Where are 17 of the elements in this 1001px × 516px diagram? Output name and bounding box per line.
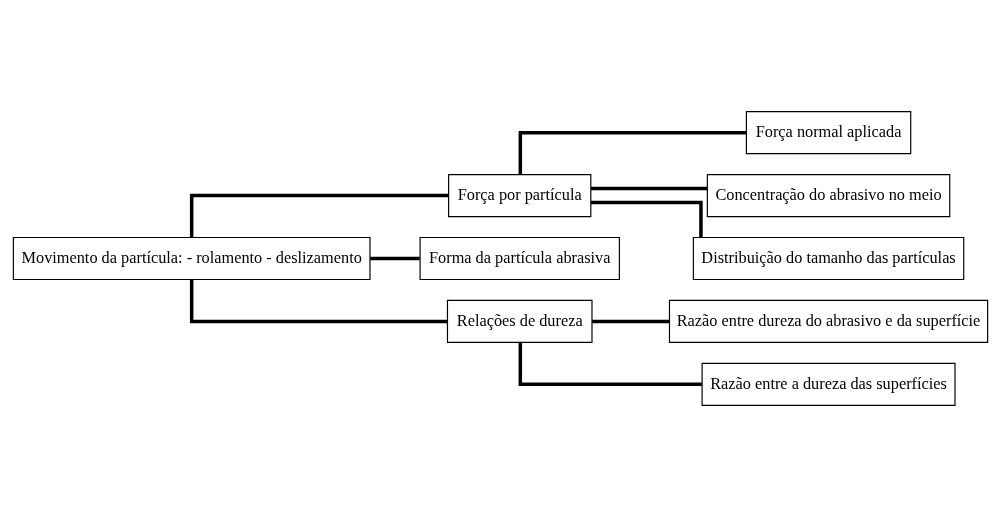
connector bbox=[189, 193, 449, 237]
node-box: Distribuição do tamanho das partículas bbox=[692, 236, 965, 280]
node-box: Razão entre dureza do abrasivo e da superfície bbox=[668, 299, 989, 343]
node-box: Movimento da partícula: - rolamento - deslizamento bbox=[12, 236, 371, 280]
node-box: Concentração do abrasivo no meio bbox=[706, 173, 951, 217]
node-box: Força por partícula bbox=[448, 173, 592, 217]
connector bbox=[518, 342, 702, 386]
node-box: Razão entre a dureza das superfícies bbox=[701, 362, 956, 406]
node-box: Relações de dureza bbox=[446, 299, 593, 343]
connector bbox=[189, 279, 448, 323]
connector bbox=[590, 186, 708, 190]
connector bbox=[518, 130, 747, 174]
connector bbox=[370, 256, 420, 260]
node-box: Forma da partícula abrasiva bbox=[419, 236, 620, 280]
node-box: Força normal aplicada bbox=[745, 110, 912, 154]
connector bbox=[590, 200, 703, 237]
connector bbox=[592, 319, 670, 323]
